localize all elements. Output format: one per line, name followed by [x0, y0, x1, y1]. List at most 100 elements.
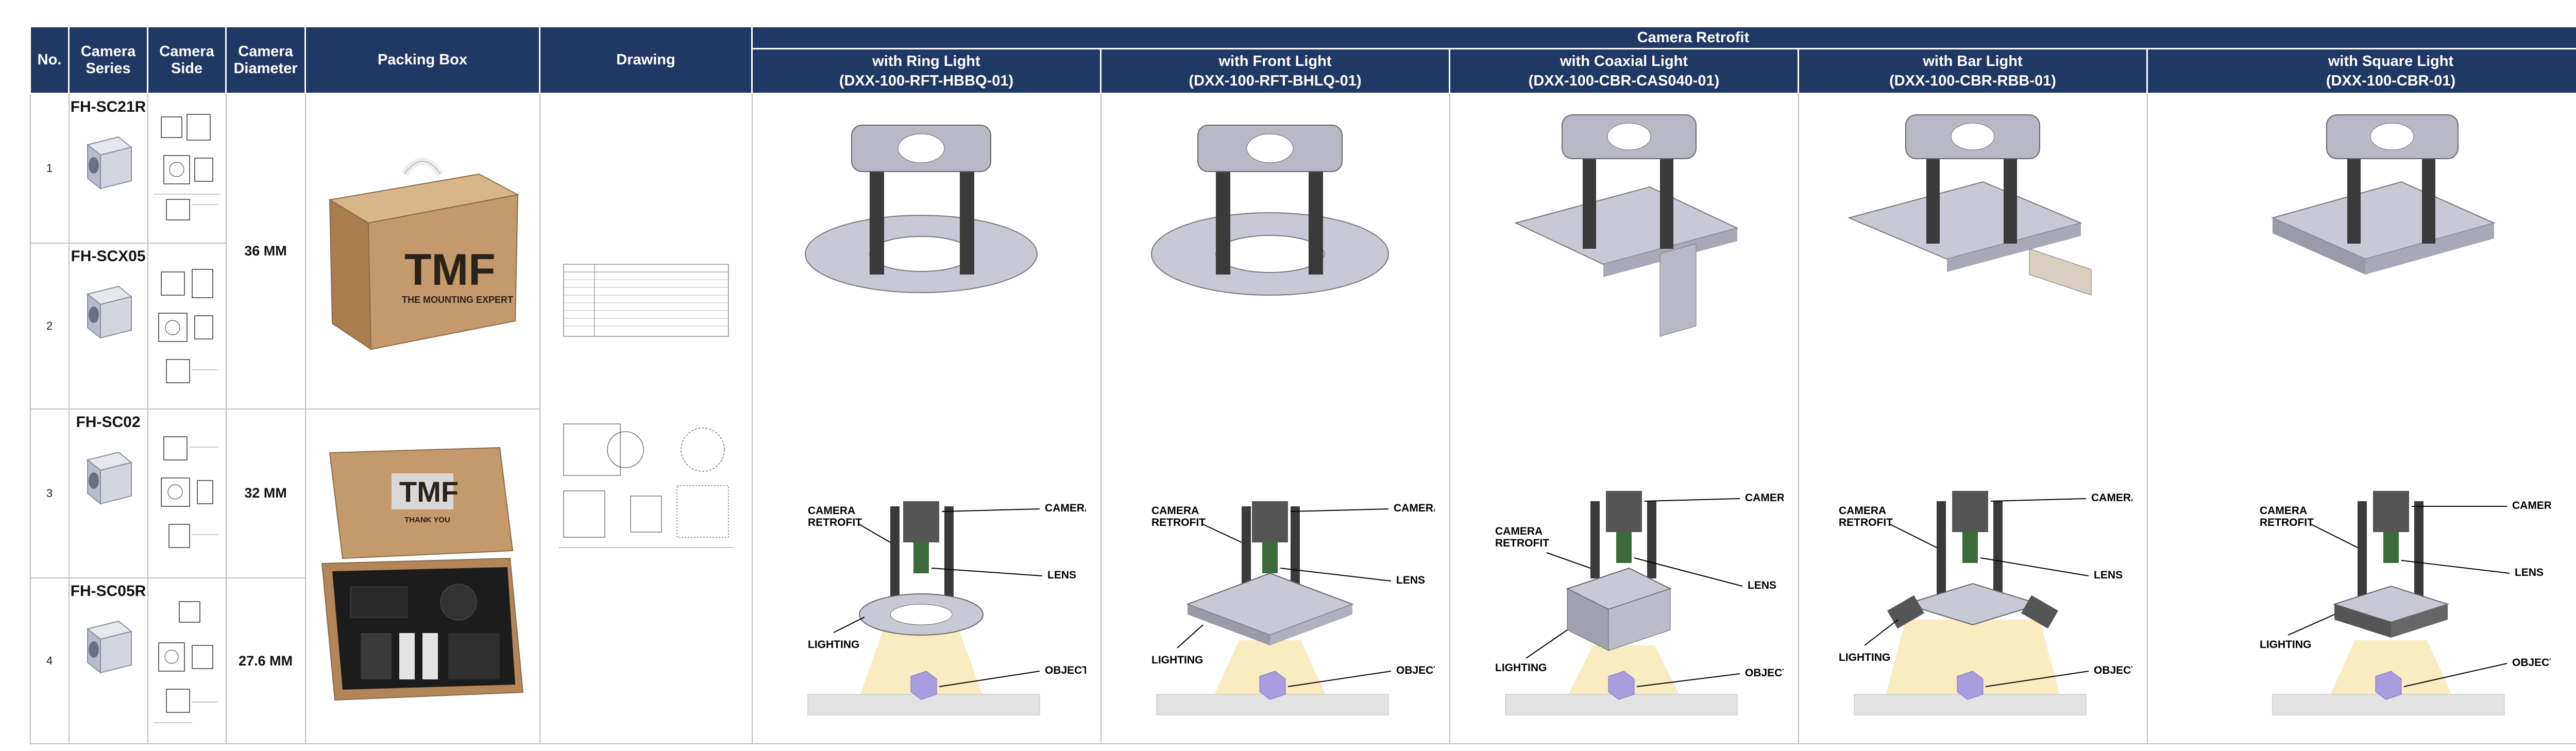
- camera-side-drawing: [147, 93, 227, 244]
- camera-callout-label: CAMERA: [1745, 492, 1784, 504]
- object-callout-label: OBJECT: [1045, 664, 1086, 676]
- object-callout-label: OBJECT: [2512, 657, 2551, 669]
- row-number: 1: [29, 93, 70, 244]
- object-callout-label: OBJECT: [1396, 664, 1435, 676]
- header-bar-light-title: with Bar Light: [1923, 53, 2023, 70]
- camera-series-cell: FH-SC02: [68, 408, 148, 578]
- header-ring-light: with Ring Light (DXX-100-RFT-HBBQ-01): [751, 48, 1101, 94]
- drawing-cell: [539, 93, 753, 744]
- header-coaxial-light-code: (DXX-100-CBR-CAS040-01): [1528, 73, 1720, 89]
- header-drawing: Drawing: [539, 26, 753, 94]
- lens-callout-label: LENS: [2515, 567, 2544, 578]
- camera-callout-label: CAMERA: [2091, 492, 2132, 504]
- bar-light-retrofit-cell: CAMERA CAMERA RETROFIT LENS LIGHTING OBJ…: [1798, 93, 2148, 744]
- header-front-light-code: (DXX-100-RFT-BHLQ-01): [1189, 73, 1362, 89]
- camera-series-name: FH-SC02: [76, 413, 141, 431]
- camera-body-image: [86, 451, 133, 505]
- header-no: No.: [29, 26, 70, 94]
- camera-diameter-cell: 27.6 MM: [225, 577, 306, 744]
- box-brand-logo: TMF: [399, 475, 459, 508]
- coaxial-light-retrofit-image: CAMERA CAMERA RETROFIT LENS LIGHTING OBJ…: [1495, 114, 1784, 715]
- camera-retrofit-callout-label-2: RETROFIT: [1839, 517, 1893, 528]
- camera-series-name: FH-SC21R: [70, 98, 146, 115]
- object-callout-label: OBJECT: [2094, 664, 2132, 676]
- header-camera-series: Camera Series: [68, 26, 148, 94]
- header-ring-light-code: (DXX-100-RFT-HBBQ-01): [839, 73, 1014, 89]
- packing-box-open-image: TMF THANK YOU: [321, 447, 524, 701]
- camera-series-name: FH-SC05R: [70, 583, 146, 600]
- dimension-drawing-icon: [153, 601, 218, 723]
- header-camera-retrofit: Camera Retrofit: [751, 26, 2576, 49]
- camera-body-image: [86, 136, 133, 190]
- header-ring-light-title: with Ring Light: [872, 53, 980, 70]
- camera-series-cell: FH-SCX05: [68, 242, 148, 409]
- header-square-light-code: (DXX-100-CBR-01): [2326, 73, 2456, 89]
- header-front-light: with Front Light (DXX-100-RFT-BHLQ-01): [1100, 48, 1450, 94]
- camera-diameter-value: 27.6 MM: [238, 653, 293, 669]
- camera-retrofit-table: No. Camera Series Camera Side Camera Dia…: [29, 26, 2576, 744]
- camera-retrofit-callout-label: CAMERA: [2260, 505, 2307, 517]
- exploded-drawing-image: [558, 264, 734, 548]
- camera-side-drawing: [147, 577, 227, 744]
- row-number: 2: [29, 242, 70, 409]
- camera-diameter-cell: 32 MM: [225, 408, 306, 578]
- dimension-drawing-icon: [160, 436, 218, 548]
- camera-series-cell: FH-SC21R: [68, 93, 148, 244]
- camera-series-cell: FH-SC05R: [68, 577, 148, 744]
- camera-retrofit-callout-label: CAMERA: [1151, 505, 1199, 517]
- camera-retrofit-callout-label-2: RETROFIT: [2260, 517, 2314, 528]
- header-bar-light-code: (DXX-100-CBR-RBB-01): [1889, 73, 2056, 89]
- lighting-callout-label: LIGHTING: [2260, 639, 2311, 651]
- packing-box-closed-image: TMF THE MOUNTING EXPERT: [328, 157, 519, 350]
- camera-retrofit-callout-label-2: RETROFIT: [1495, 537, 1549, 549]
- camera-body-image: [86, 620, 133, 674]
- packing-box-closed-cell: TMF THE MOUNTING EXPERT: [304, 93, 540, 409]
- coaxial-light-retrofit-cell: CAMERA CAMERA RETROFIT LENS LIGHTING OBJ…: [1449, 93, 1799, 744]
- header-camera-side: Camera Side: [147, 26, 227, 94]
- box-brand-logo: TMF: [404, 245, 496, 295]
- lighting-callout-label: LIGHTING: [1151, 654, 1203, 666]
- dimension-drawing-icon: [153, 114, 221, 220]
- lighting-callout-label: LIGHTING: [808, 639, 859, 651]
- ring-light-retrofit-cell: CAMERA CAMERA RETROFIT LENS LIGHTING OBJ…: [751, 93, 1101, 744]
- square-light-retrofit-image: CAMERA CAMERA RETROFIT LENS LIGHTING OBJ…: [2260, 114, 2551, 715]
- lens-callout-label: LENS: [1748, 579, 1776, 591]
- camera-series-name: FH-SCX05: [71, 247, 146, 265]
- camera-retrofit-callout-label: CAMERA: [1495, 525, 1543, 537]
- front-light-retrofit-cell: CAMERA CAMERA RETROFIT LENS LIGHTING OBJ…: [1100, 93, 1450, 744]
- camera-side-drawing: [147, 408, 227, 578]
- bar-light-retrofit-image: CAMERA CAMERA RETROFIT LENS LIGHTING OBJ…: [1839, 114, 2132, 715]
- packing-box-open-cell: TMF THANK YOU: [304, 408, 540, 744]
- camera-diameter-cell: 36 MM: [225, 93, 306, 409]
- camera-callout-label: CAMERA: [1394, 502, 1435, 514]
- lens-callout-label: LENS: [2094, 569, 2123, 581]
- ring-light-retrofit-image: CAMERA CAMERA RETROFIT LENS LIGHTING OBJ…: [805, 125, 1086, 715]
- object-callout-label: OBJECT: [1745, 667, 1784, 679]
- product-table-sheet: No. Camera Series Camera Side Camera Dia…: [29, 26, 2576, 744]
- box-tagline: THE MOUNTING EXPERT: [402, 295, 513, 305]
- row-number: 3: [29, 408, 70, 578]
- lighting-callout-label: LIGHTING: [1839, 652, 1890, 663]
- header-front-light-title: with Front Light: [1218, 53, 1332, 70]
- row-number: 4: [29, 577, 70, 744]
- camera-diameter-value: 32 MM: [244, 485, 287, 501]
- camera-body-image: [86, 285, 133, 339]
- camera-retrofit-callout-label-2: RETROFIT: [1151, 517, 1206, 528]
- header-bar-light: with Bar Light (DXX-100-CBR-RBB-01): [1798, 48, 2148, 94]
- camera-side-drawing: [147, 242, 227, 409]
- camera-diameter-value: 36 MM: [244, 243, 287, 259]
- lens-callout-label: LENS: [1047, 569, 1076, 581]
- lens-callout-label: LENS: [1396, 574, 1425, 586]
- header-camera-diameter: Camera Diameter: [225, 26, 306, 94]
- header-packing-box: Packing Box: [304, 26, 540, 94]
- header-coaxial-light-title: with Coaxial Light: [1560, 53, 1688, 70]
- camera-callout-label: CAMERA: [1045, 502, 1086, 514]
- camera-callout-label: CAMERA: [2512, 500, 2551, 511]
- lighting-callout-label: LIGHTING: [1495, 662, 1547, 674]
- header-coaxial-light: with Coaxial Light (DXX-100-CBR-CAS040-01…: [1449, 48, 1799, 94]
- header-square-light: with Square Light(DXX-100-CBR-01): [2146, 48, 2576, 94]
- square-light-retrofit-cell: CAMERA CAMERA RETROFIT LENS LIGHTING OBJ…: [2146, 93, 2576, 744]
- box-thank-you: THANK YOU: [404, 516, 450, 524]
- camera-retrofit-callout-label: CAMERA: [1839, 505, 1886, 517]
- dimension-drawing-icon: [158, 268, 218, 383]
